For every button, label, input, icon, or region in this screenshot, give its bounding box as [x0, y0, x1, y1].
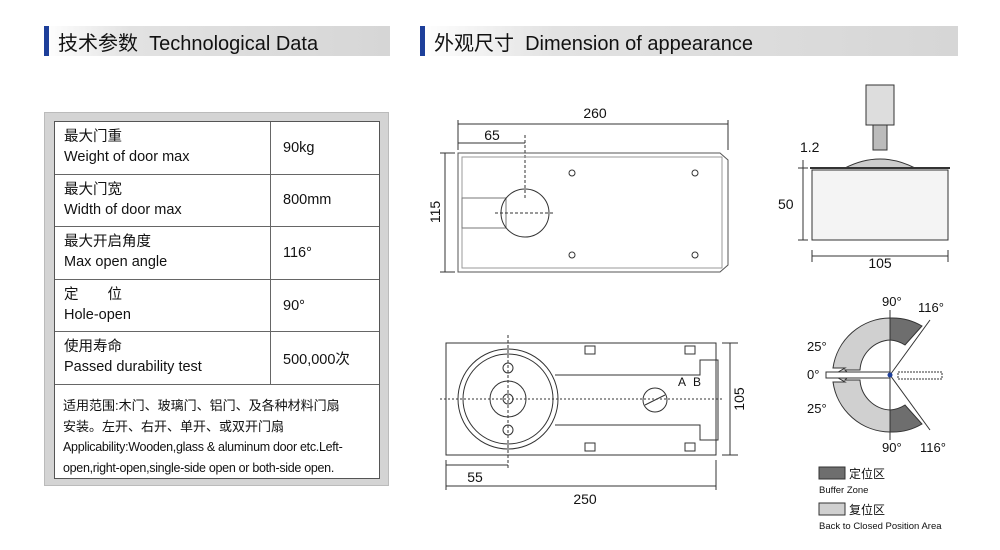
- spec-table: 最大门重 Weight of door max 90kg 最大门宽 Width of …: [54, 121, 380, 479]
- note-en-line: Applicability:Wooden,glass & aluminum do…: [63, 439, 343, 454]
- legend-label-en: Buffer Zone: [819, 485, 868, 496]
- spec-value: 800mm: [283, 192, 332, 209]
- bottom-view-drawing: A B 55 250 105: [440, 335, 747, 507]
- spec-label-cn: 最大门重: [64, 129, 122, 145]
- spec-value: 90kg: [283, 139, 315, 156]
- legend-label-en: Back to Closed Position Area: [819, 521, 942, 532]
- section-title: 外观尺寸 Dimension of appearance: [434, 32, 754, 55]
- angle-90-top: 90°: [882, 294, 902, 309]
- legend-label-cn: 定位区: [849, 466, 885, 481]
- header-marker: [44, 26, 49, 56]
- dim-height: 50: [778, 196, 794, 212]
- note-cn-line: 安装。左开、右开、单开、或双开门扇: [63, 418, 285, 434]
- spec-label-cn: 最大门宽: [64, 181, 122, 198]
- note-en-line: open,right-open,single-side open or both…: [63, 460, 335, 475]
- spec-label-cn: 使用寿命: [64, 339, 122, 356]
- dim-thickness: 1.2: [800, 139, 820, 155]
- table-row: 定 位 Hole-open 90°: [55, 279, 379, 333]
- spec-label-en: Hole-open: [64, 306, 131, 323]
- angle-0: 0°: [807, 367, 819, 382]
- dim-width: 115: [427, 201, 443, 224]
- side-view-drawing: 1.2 50 105: [778, 84, 950, 271]
- spec-label-en: Width of door max: [64, 201, 182, 218]
- spec-table-frame: 最大门重 Weight of door max 90kg 最大门宽 Width of …: [44, 112, 389, 486]
- technological-data-header: 技术参数 Technological Data: [44, 26, 390, 56]
- legend-label-cn: 复位区: [849, 502, 885, 517]
- dim-offset: 55: [467, 469, 483, 485]
- dimension-header: 外观尺寸 Dimension of appearance: [420, 26, 958, 56]
- angle-25-top: 25°: [807, 339, 827, 354]
- spec-label-cn: 最大开启角度: [64, 234, 151, 251]
- angle-116-bottom: 116°: [920, 440, 946, 455]
- dim-width: 105: [731, 387, 747, 411]
- angle-116-top: 116°: [918, 300, 944, 315]
- section-title: 技术参数 Technological Data: [58, 32, 319, 55]
- note-cn-line: 适用范围:木门、玻璃门、铝门、及各种材料门扇: [63, 397, 340, 413]
- spec-label-en: Weight of door max: [64, 149, 190, 165]
- header-marker: [420, 26, 425, 56]
- table-row: 使用寿命 Passed durability test 500,000次: [55, 332, 379, 385]
- dim-length: 260: [583, 105, 607, 121]
- spec-label-cn: 定 位: [64, 286, 122, 303]
- spec-value: 90°: [283, 297, 305, 314]
- legend-swatch-buffer: [818, 466, 846, 480]
- angle-90-bottom: 90°: [882, 440, 902, 455]
- dim-offset: 65: [484, 127, 500, 143]
- dim-length: 250: [573, 491, 597, 507]
- spec-value: 500,000次: [283, 351, 350, 368]
- port-label-a: A: [678, 375, 686, 389]
- port-label-b: B: [693, 375, 701, 389]
- table-row: 最大开启角度 Max open angle 116°: [55, 227, 379, 280]
- table-row: 最大门宽 Width of door max 800mm: [55, 174, 379, 228]
- legend-swatch-return: [818, 502, 846, 516]
- legend: 定位区 Buffer Zone 复位区 Back to Closed Posit…: [818, 466, 942, 532]
- spec-label-en: Passed durability test: [64, 359, 202, 376]
- top-view-drawing: 260 65 115: [427, 105, 729, 273]
- table-row: 最大门重 Weight of door max 90kg: [55, 122, 379, 175]
- angle-diagram: 90° 116° 25° 0° 25° 90° 116°: [807, 294, 946, 455]
- dim-width: 105: [868, 255, 892, 271]
- spec-value: 116°: [283, 244, 312, 261]
- spec-label-en: Max open angle: [64, 254, 168, 271]
- applicability-note: 适用范围:木门、玻璃门、铝门、及各种材料门扇 安装。左开、右开、单开、或双开门扇…: [55, 385, 379, 479]
- angle-25-bottom: 25°: [807, 401, 827, 416]
